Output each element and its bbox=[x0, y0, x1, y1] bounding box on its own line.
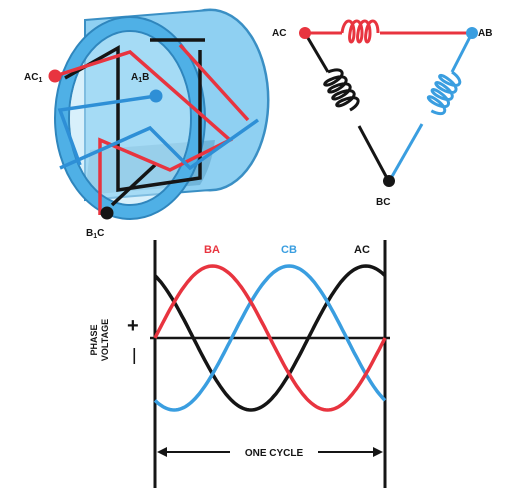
negative-sign: — bbox=[126, 348, 143, 364]
delta-label-bc: BC bbox=[376, 197, 390, 208]
coil-left-black bbox=[323, 68, 360, 112]
positive-sign: + bbox=[127, 315, 139, 337]
delta-node-ac bbox=[299, 27, 311, 39]
y-axis-label-line2: VOLTAGE bbox=[100, 319, 110, 361]
delta-label-ac: AC bbox=[272, 28, 286, 39]
generator-label-ac: AC1 bbox=[24, 72, 42, 84]
generator-label-ab: A1B bbox=[131, 72, 149, 84]
generator-label-bc: B1C bbox=[86, 228, 104, 240]
coil-right-blue bbox=[426, 70, 462, 116]
winding-cb bbox=[59, 118, 260, 171]
series-ba-line bbox=[153, 264, 387, 412]
terminal-bc-dot bbox=[100, 206, 114, 220]
terminal-ac-dot bbox=[48, 69, 62, 83]
arrow-right-icon bbox=[373, 447, 383, 457]
generator-illustration: AC1 A1B B1C bbox=[24, 8, 270, 240]
winding-ba bbox=[54, 50, 234, 215]
series-label-ac: AC bbox=[354, 244, 370, 256]
series-cb-line bbox=[153, 264, 387, 412]
series-label-ba: BA bbox=[204, 244, 220, 256]
one-cycle-label: ONE CYCLE bbox=[245, 448, 304, 459]
winding-ac bbox=[64, 44, 202, 193]
phase-voltage-chart: BA CB AC PHASE VOLTAGE + — ONE CYCLE bbox=[89, 240, 390, 488]
series-ac-line bbox=[153, 264, 387, 412]
terminal-ab-dot bbox=[149, 89, 163, 103]
delta-node-bc bbox=[383, 175, 395, 187]
series-label-cb: CB bbox=[281, 244, 297, 256]
delta-node-ab bbox=[466, 27, 478, 39]
delta-label-ab: AB bbox=[478, 28, 492, 39]
coil-top-red bbox=[340, 19, 380, 44]
delta-connection-diagram: AC AB BC bbox=[272, 19, 492, 208]
arrow-left-icon bbox=[157, 447, 167, 457]
y-axis-label-line1: PHASE bbox=[89, 324, 99, 355]
one-cycle-span: ONE CYCLE bbox=[157, 447, 383, 459]
